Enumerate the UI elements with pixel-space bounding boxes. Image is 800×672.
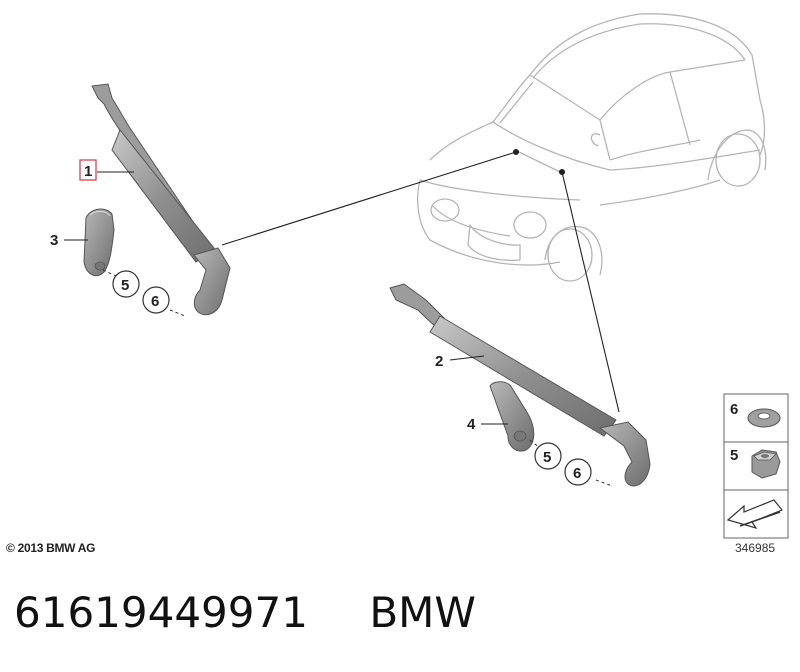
svg-text:5: 5 [121,277,129,294]
svg-text:4: 4 [467,416,476,433]
arrow-icon [726,499,783,530]
legend-nut: 5 [730,447,781,479]
nut-icon [751,449,781,479]
footer-caption: 61619449971 BMW [14,588,794,648]
parts-diagram: 1 3 5 6 2 4 5 6 6 5 [50,13,789,539]
svg-text:6: 6 [151,293,159,310]
brand-name: BMW [369,588,476,637]
callout-1[interactable]: 1 [79,159,134,181]
leader-lines [221,148,620,413]
callout-5-right[interactable]: 5 [534,442,562,470]
car-illustration [417,13,767,282]
svg-text:3: 3 [50,232,58,249]
wiper-arm-right [389,283,651,487]
callout-6-left[interactable]: 6 [142,286,170,314]
fastener-lines-left [102,269,186,317]
cap-part-4 [489,381,535,452]
svg-text:5: 5 [730,447,738,464]
wiper-arm-left [91,83,231,316]
svg-text:6: 6 [730,401,738,418]
cap-part-3 [83,208,115,277]
callout-2[interactable]: 2 [435,353,485,370]
callout-3[interactable]: 3 [50,232,88,249]
part-number: 61619449971 [14,588,308,637]
callout-6-right[interactable]: 6 [564,458,592,486]
svg-text:6: 6 [573,465,581,482]
diagram-number: 346985 [735,541,776,555]
fastener-lines-right [529,439,613,487]
legend-washer: 6 [730,401,781,428]
svg-text:1: 1 [84,163,92,180]
copyright-notice: © 2013 BMW AG [6,541,96,555]
svg-text:5: 5 [543,449,551,466]
callout-5-left[interactable]: 5 [112,270,140,298]
legend-direction-arrow [726,499,783,530]
callout-4[interactable]: 4 [467,416,508,433]
svg-text:2: 2 [435,353,443,370]
